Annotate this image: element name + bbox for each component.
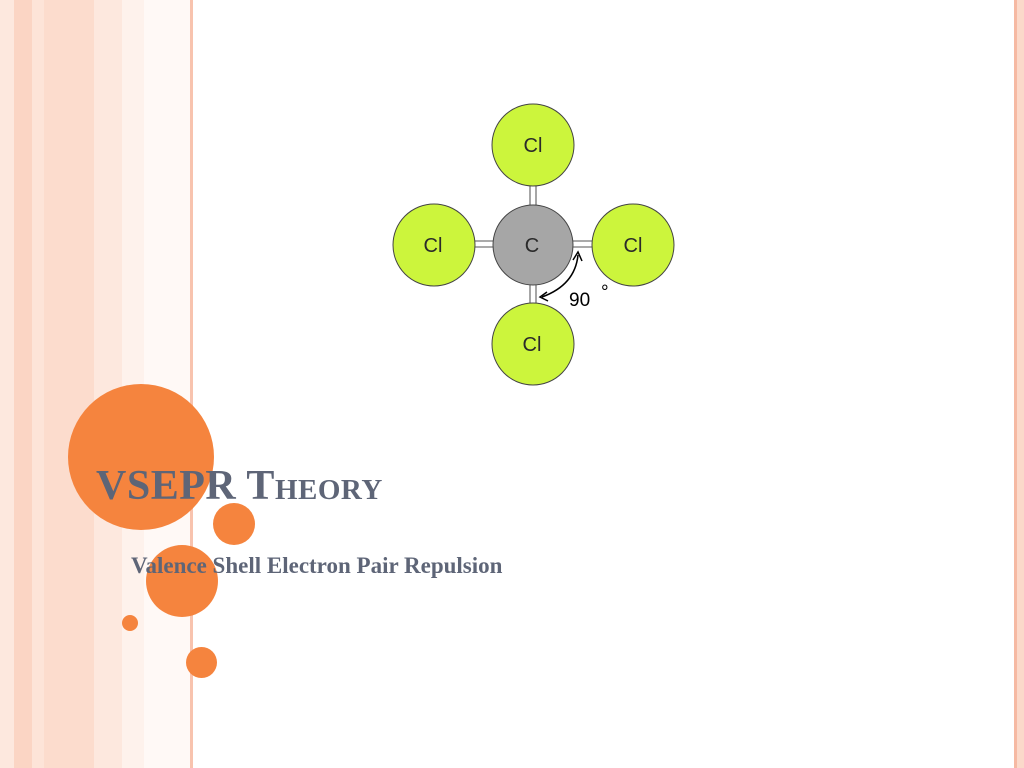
slide-subtitle: Valence Shell Electron Pair Repulsion bbox=[131, 553, 503, 578]
central-atom bbox=[492, 204, 574, 286]
arrowhead-icon bbox=[538, 291, 549, 302]
ligand-atom-right bbox=[591, 203, 675, 287]
ligand-atom-left bbox=[392, 203, 476, 287]
decorative-stripe bbox=[44, 0, 94, 768]
decorative-right-border bbox=[1014, 0, 1024, 768]
decorative-stripe bbox=[14, 0, 32, 768]
ligand-atom-bottom bbox=[491, 302, 575, 386]
decorative-stripe bbox=[94, 0, 122, 768]
decorative-circle-medium bbox=[146, 545, 218, 617]
slide-title: VSEPR Theory bbox=[96, 463, 383, 509]
decorative-stripe bbox=[190, 0, 193, 768]
ligand-label-top: Cl bbox=[524, 135, 543, 157]
molecule-diagram: Cl Cl Cl Cl C 90 ° bbox=[392, 103, 675, 386]
decorative-circle-small bbox=[213, 503, 255, 545]
ligand-label-bottom: Cl bbox=[523, 334, 542, 356]
decorative-stripe bbox=[0, 0, 14, 768]
degree-symbol: ° bbox=[601, 282, 609, 303]
bond-angle-label: 90 bbox=[569, 290, 590, 311]
decorative-circle-small bbox=[186, 647, 217, 678]
bond-angle-arc bbox=[541, 254, 579, 298]
ligand-label-right: Cl bbox=[624, 235, 643, 257]
decorative-stripe bbox=[32, 0, 44, 768]
ligand-atom-top bbox=[491, 103, 575, 187]
central-atom-label: C bbox=[525, 235, 539, 257]
ligand-label-left: Cl bbox=[424, 235, 443, 257]
decorative-circle-tiny bbox=[122, 615, 138, 631]
arrowhead-icon bbox=[572, 250, 583, 262]
decorative-circle-large bbox=[68, 384, 214, 530]
